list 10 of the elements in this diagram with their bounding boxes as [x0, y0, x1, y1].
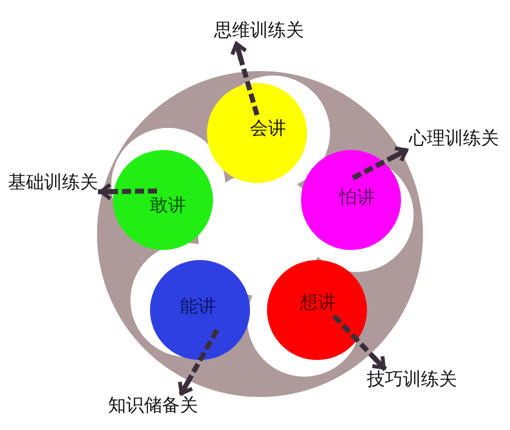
- checkpoint-label: 基础训练关: [8, 173, 98, 193]
- circle-label: 怕讲: [339, 188, 375, 208]
- circle-label: 想讲: [300, 293, 336, 313]
- circle-label: 会讲: [250, 119, 286, 139]
- circle-label: 敢讲: [150, 196, 186, 216]
- checkpoint-label: 技巧训练关: [367, 370, 457, 390]
- checkpoint-label: 知识储备关: [108, 396, 198, 416]
- circle-label: 能讲: [180, 297, 216, 317]
- checkpoint-label: 思维训练关: [214, 21, 304, 41]
- checkpoint-label: 心理训练关: [409, 129, 499, 149]
